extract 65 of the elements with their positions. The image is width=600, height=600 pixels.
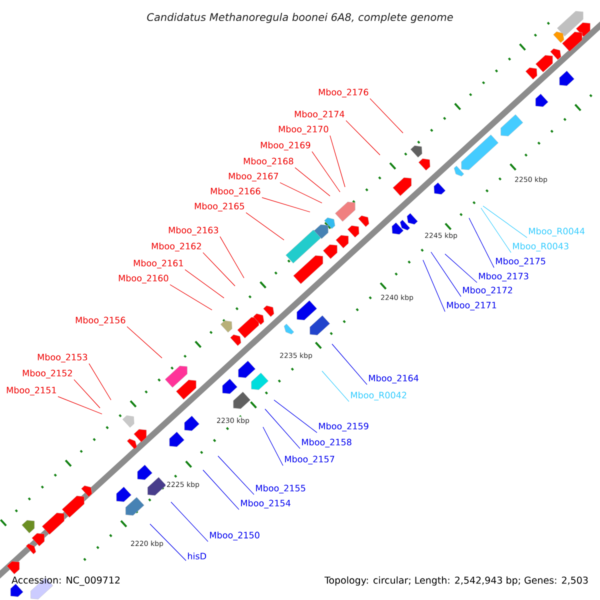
gene-label: Mboo_2154 — [241, 500, 290, 508]
leader-line — [202, 252, 236, 286]
leader-line — [218, 456, 254, 495]
leader-line — [264, 408, 300, 449]
leader-line — [422, 260, 446, 312]
leader-line — [332, 344, 368, 385]
gene-label: Mboo_2161 — [134, 260, 183, 268]
gene-label: Mboo_2170 — [278, 126, 328, 134]
gene-label: Mboo_2164 — [369, 374, 418, 384]
leader-line — [126, 326, 162, 358]
leader-line — [262, 426, 284, 466]
gene-label: Mboo_2159 — [319, 422, 368, 432]
gene-label: Mboo_2150 — [210, 532, 260, 540]
gene-label: Mboo_2175 — [496, 258, 546, 266]
gene-label: Mboo_2172 — [463, 286, 512, 296]
leader-line — [170, 284, 212, 310]
leader-line — [294, 167, 330, 196]
leader-line — [74, 379, 100, 408]
gene-label: Mboo_2171 — [447, 302, 496, 310]
gene-label: Mboo_2153 — [38, 354, 88, 362]
leader-line — [482, 206, 528, 238]
leader-line — [58, 396, 102, 414]
gene-label: Mboo_2160 — [118, 274, 168, 284]
leader-line — [480, 208, 512, 253]
gene-label: Mboo_2165 — [194, 202, 244, 212]
leader-line — [444, 254, 478, 283]
summary-text: Topology: circular; Length: 2,542,943 bp; Genes: 2,503 — [324, 576, 588, 586]
gene-label: Mboo_R0044 — [529, 228, 585, 236]
gene-label: Mboo_R0042 — [351, 392, 406, 400]
leader-line — [150, 524, 186, 561]
gene-label: Mboo_2158 — [302, 438, 352, 448]
leader-line — [262, 197, 310, 212]
gene-label: hisD — [188, 552, 206, 560]
leader-line — [246, 212, 284, 240]
leader-line — [330, 135, 346, 188]
leader-line — [322, 370, 350, 402]
leader-line — [312, 151, 340, 192]
leader-line — [184, 269, 224, 298]
leader-line — [88, 363, 112, 400]
gene-label: Mboo_2176 — [318, 88, 368, 98]
leader-line — [274, 400, 318, 433]
gene-label: Mboo_2157 — [285, 456, 334, 464]
leader-line — [468, 218, 494, 268]
gene-label: Mboo_2168 — [244, 158, 294, 166]
leader-line — [346, 120, 380, 156]
gene-label: Mboo_2162 — [152, 242, 201, 252]
gene-label: Mboo_R0043 — [513, 242, 568, 252]
gene-label: Mboo_2174 — [294, 110, 344, 120]
leader-line — [202, 470, 240, 510]
leader-line — [170, 502, 208, 542]
gene-label: Mboo_2166 — [210, 188, 260, 196]
accession-text: Accession: NC_009712 — [12, 576, 120, 586]
gene-label: Mboo_2163 — [168, 226, 218, 236]
gene-label: Mboo_2173 — [479, 272, 528, 282]
title: Candidatus Methanoregula boonei 6A8, complete genome — [147, 12, 453, 24]
gene-label: Mboo_2156 — [76, 316, 126, 326]
gene-label: Mboo_2155 — [256, 484, 306, 494]
leader-line — [370, 98, 404, 134]
gene-label: Mboo_2169 — [260, 142, 310, 150]
gene-label: Mboo_2152 — [22, 370, 72, 378]
leader-line — [220, 236, 244, 278]
leader-line — [430, 252, 462, 297]
leader-line — [280, 182, 322, 204]
gene-label: Mboo_2151 — [6, 386, 56, 396]
gene-label: Mboo_2167 — [228, 172, 278, 182]
